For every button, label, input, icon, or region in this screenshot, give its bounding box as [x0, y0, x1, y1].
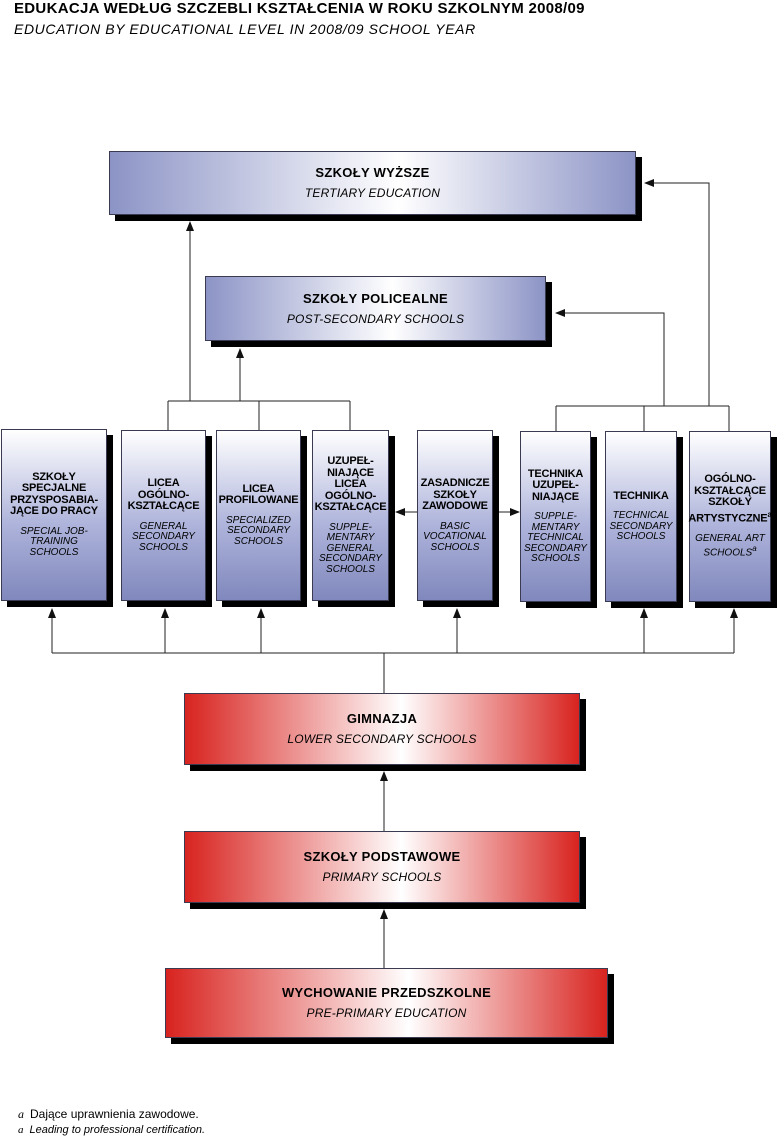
arrow-right-to-tertiary [644, 179, 710, 406]
box-primary-schools: SZKOŁY PODSTAWOWE PRIMARY SCHOOLS [184, 831, 580, 903]
box-label-pl: TECHNIKA UZUPEŁ-NIAJĄCE [527, 467, 584, 503]
box-supplementary-technical-secondary-schools: TECHNIKA UZUPEŁ-NIAJĄCE SUPPLE-MENTARY T… [520, 431, 591, 602]
box-label-en: BASIC VOCATIONAL SCHOOLS [423, 520, 487, 553]
box-label-en: POST-SECONDARY SCHOOLS [286, 311, 465, 326]
box-label-en: PRE-PRIMARY EDUCATION [306, 1006, 467, 1020]
box-general-art-schools: OGÓLNO-KSZTAŁCĄCE SZKOŁY ARTYSTYCZNEa GE… [688, 431, 772, 602]
diagram-title-en: EDUCATION BY EDUCATIONAL LEVEL IN 2008/0… [14, 21, 476, 37]
box-specialized-secondary-schools: LICEA PROFILOWANE SPECIALIZED SECONDARY … [216, 430, 301, 601]
box-label-en: SPECIALIZED SECONDARY SCHOOLS [225, 514, 292, 547]
box-label-en: TERTIARY EDUCATION [304, 186, 441, 200]
box-label-en: GENERAL SECONDARY SCHOOLS [132, 520, 195, 553]
box-supplementary-general-secondary-schools: UZUPEŁ-NIAJĄCE LICEA OGÓLNO-KSZTAŁCĄCE S… [312, 430, 389, 601]
box-label-en: SUPPLE-MENTARY GENERAL SECONDARY SCHOOLS [319, 521, 382, 575]
arrow-right-to-post-secondary [555, 309, 665, 406]
box-label-pl: SZKOŁY POLICEALNE [303, 290, 448, 306]
box-label-en: GENERAL ART SCHOOLSa [695, 532, 765, 559]
box-label-pl: SZKOŁY PODSTAWOWE [303, 849, 461, 864]
box-label-pl: ZASADNICZE SZKOŁY ZAWODOWE [420, 477, 490, 512]
box-post-secondary-schools: SZKOŁY POLICEALNE POST-SECONDARY SCHOOLS [205, 276, 546, 341]
footnote-mark: a [18, 1107, 24, 1121]
diagram-title-pl: EDUKACJA WEDŁUG SZCZEBLI KSZTAŁCENIA W R… [14, 0, 585, 17]
box-label-pl: GIMNAZJA [346, 711, 418, 726]
box-label-pl: TECHNIKA [613, 489, 669, 502]
box-label-pl: OGÓLNO-KSZTAŁCĄCE SZKOŁY ARTYSTYCZNEa [688, 473, 772, 525]
box-basic-vocational-schools: ZASADNICZE SZKOŁY ZAWODOWE BASIC VOCATIO… [417, 430, 493, 601]
footnote-mark: a [752, 544, 757, 554]
footnote-mark: a [18, 1124, 24, 1136]
box-label-en: PRIMARY SCHOOLS [322, 870, 442, 884]
box-special-job-training-schools: SZKOŁY SPECJALNE PRZYSPOSABIA-JĄCE DO PR… [1, 429, 107, 601]
footnote-mark: a [767, 509, 772, 519]
box-general-secondary-schools: LICEA OGÓLNO-KSZTAŁCĄCE GENERAL SECONDAR… [121, 430, 206, 601]
box-technical-secondary-schools: TECHNIKA TECHNICAL SECONDARY SCHOOLS [605, 431, 677, 602]
box-label-pl: WYCHOWANIE PRZEDSZKOLNE [281, 985, 492, 1000]
box-label-pl: SZKOŁY SPECJALNE PRZYSPOSABIA-JĄCE DO PR… [10, 470, 98, 518]
box-label-en: SPECIAL JOB-TRAINING SCHOOLS [20, 525, 88, 558]
box-tertiary-education: SZKOŁY WYŻSZE TERTIARY EDUCATION [109, 151, 636, 215]
box-label-en: LOWER SECONDARY SCHOOLS [287, 732, 477, 746]
box-lower-secondary-schools: GIMNAZJA LOWER SECONDARY SCHOOLS [184, 693, 580, 765]
box-label-en: SUPPLE-MENTARY TECHNICAL SECONDARY SCHOO… [524, 511, 587, 564]
box-label-pl: LICEA PROFILOWANE [218, 482, 299, 507]
box-label-pl: UZUPEŁ-NIAJĄCE LICEA OGÓLNO-KSZTAŁCĄCE [314, 455, 387, 513]
box-label-pl: LICEA OGÓLNO-KSZTAŁCĄCE [127, 477, 200, 512]
box-label-pl: SZKOŁY WYŻSZE [315, 165, 430, 180]
box-pre-primary-education: WYCHOWANIE PRZEDSZKOLNE PRE-PRIMARY EDUC… [165, 968, 608, 1038]
box-label-en: TECHNICAL SECONDARY SCHOOLS [609, 510, 673, 542]
